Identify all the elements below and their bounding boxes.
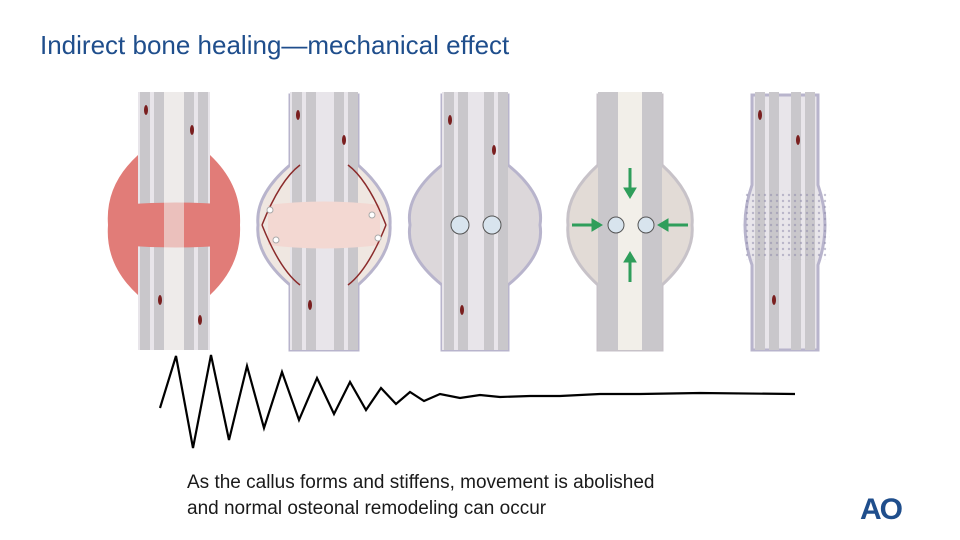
- caption-line-2: and normal osteonal remodeling can occur: [187, 498, 547, 519]
- stage-hard-callus: [407, 92, 543, 352]
- slide-title: Indirect bone healing—mechanical effect: [40, 30, 510, 60]
- compression-arrow-icon: [572, 168, 688, 282]
- stage-soft-callus: [256, 92, 392, 352]
- stage-bony-bridging: [566, 92, 694, 352]
- caption: As the callus forms and stiffens, moveme…: [187, 470, 655, 522]
- caption-line-1: As the callus forms and stiffens, moveme…: [187, 472, 655, 493]
- damped-motion-wave: [158, 354, 796, 449]
- ao-logo: AO: [860, 493, 903, 526]
- stage-hematoma: [107, 92, 241, 350]
- stage-remodeling: [742, 92, 830, 352]
